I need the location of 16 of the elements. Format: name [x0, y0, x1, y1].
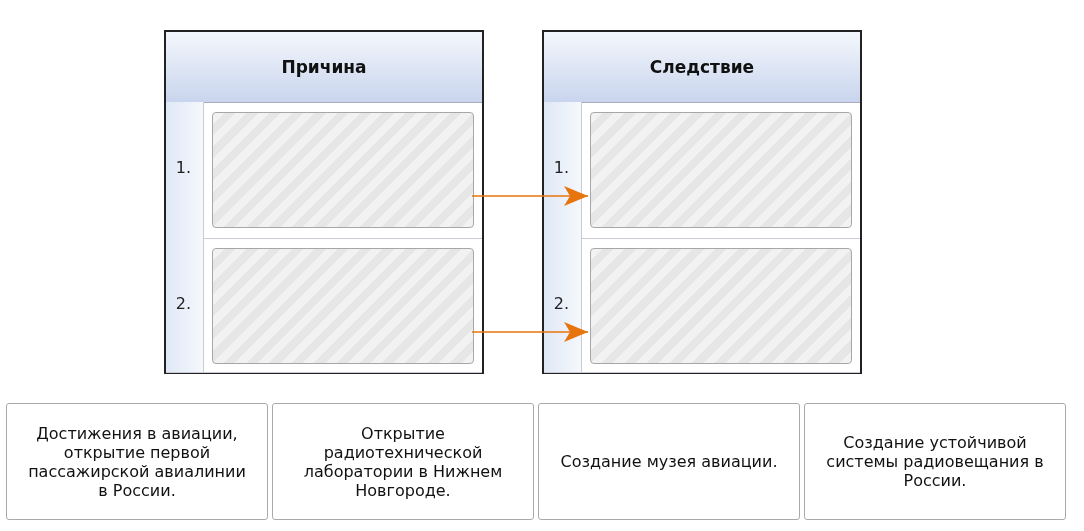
row-number: 1.: [174, 158, 193, 177]
drop-slot: [212, 112, 474, 228]
row-number: 1.: [552, 158, 571, 177]
column-header: Причина: [166, 32, 482, 103]
row-number: 2.: [174, 294, 193, 313]
answer-card: Открытие радиотехнической лаборатории в Нижнем Новгороде.: [272, 403, 534, 520]
table-panel: [542, 30, 862, 374]
answer-card: Достижения в авиации, открытие первой пассажирской авиалинии в России.: [6, 403, 268, 520]
drop-slot: [590, 112, 852, 228]
drop-slot: [590, 248, 852, 364]
table-panel: [164, 30, 484, 374]
answer-card: Создание музея авиации.: [538, 403, 800, 520]
answer-card: Создание устойчивой системы радиовещания в России.: [804, 403, 1066, 520]
drop-slot: [212, 248, 474, 364]
row-number: 2.: [552, 294, 571, 313]
column-header: Следствие: [544, 32, 860, 103]
